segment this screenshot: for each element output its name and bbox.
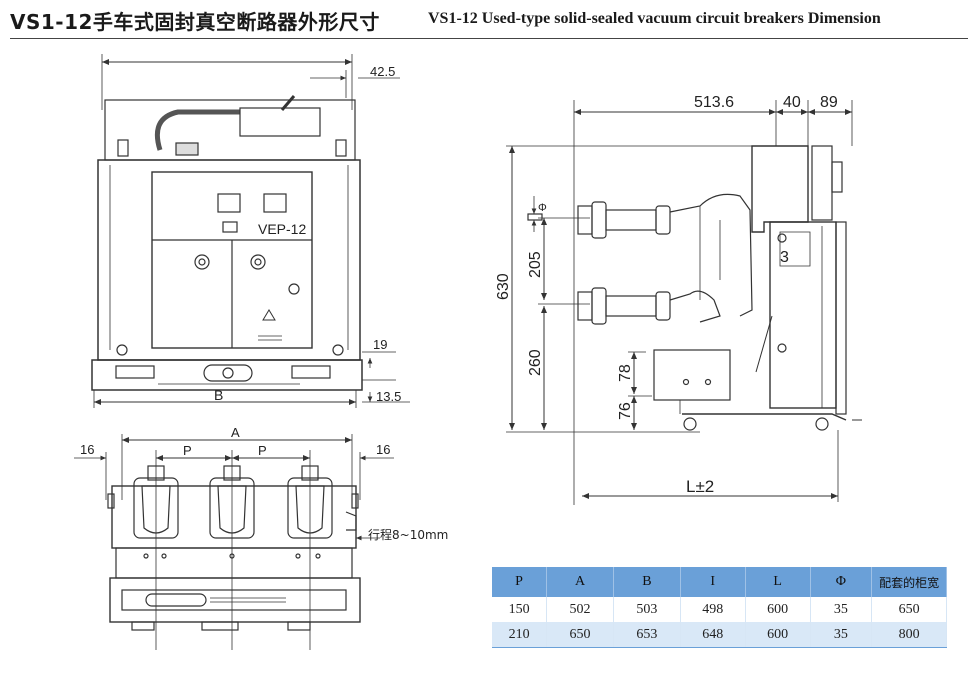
title-bar: VS1-12手车式固封真空断路器外形尺寸 VS1-12 Used-type so… xyxy=(0,0,978,42)
dim-89-label: 89 xyxy=(820,94,838,111)
table-cell: 600 xyxy=(745,597,811,622)
dim-205-label: 205 xyxy=(527,251,544,278)
table-cell: 210 xyxy=(492,622,548,648)
dim-a-label: A xyxy=(231,425,240,440)
dim-260-label: 260 xyxy=(527,349,544,376)
table-cell: 35 xyxy=(810,622,873,648)
dim-b-label: B xyxy=(214,387,223,403)
title-chinese: VS1-12手车式固封真空断路器外形尺寸 xyxy=(10,10,380,34)
dim-513-6-label: 513.6 xyxy=(694,94,734,111)
dim-16-right-label: 16 xyxy=(376,442,390,457)
table-row: 210 650 653 648 600 35 800 xyxy=(492,622,947,648)
table-cell: 600 xyxy=(745,622,811,648)
table-cell: 650 xyxy=(871,597,947,622)
title-english: VS1-12 Used-type solid-sealed vacuum cir… xyxy=(428,10,881,27)
table-cell: 648 xyxy=(680,622,746,648)
dim-630-label: 630 xyxy=(495,273,512,300)
header-cabinet-width: 配套的柜宽 xyxy=(871,567,947,597)
header-b: B xyxy=(613,567,681,597)
dim-16-left-label: 16 xyxy=(80,442,94,457)
table-cell: 150 xyxy=(492,597,548,622)
table-cell: 35 xyxy=(810,597,873,622)
table-cell: 498 xyxy=(680,597,746,622)
dim-3-label: 3 xyxy=(780,249,789,266)
table-cell: 502 xyxy=(546,597,614,622)
table-row: 150 502 503 498 600 35 650 xyxy=(492,597,947,622)
dim-19-label: 19 xyxy=(373,337,387,352)
dim-42-5-label: 42.5 xyxy=(370,64,395,79)
panel-model-label: VEP-12 xyxy=(258,221,306,237)
title-divider xyxy=(10,38,968,39)
front-view xyxy=(91,54,410,408)
dim-76-label: 76 xyxy=(617,402,634,420)
header-i: I xyxy=(680,567,746,597)
header-l: L xyxy=(745,567,811,597)
spec-table: P A B I L Φ 配套的柜宽 150 502 503 498 600 35… xyxy=(492,567,947,648)
dim-l-label: L±2 xyxy=(686,477,714,496)
header-p: P xyxy=(492,567,548,597)
side-view xyxy=(506,100,862,505)
top-view xyxy=(74,434,394,650)
dim-78-label: 78 xyxy=(617,364,634,382)
dim-p-right-label: P xyxy=(258,443,267,458)
table-cell: 503 xyxy=(613,597,681,622)
dim-13-5-label: 13.5 xyxy=(376,389,401,404)
table-cell: 800 xyxy=(871,622,947,648)
spec-table-header-row: P A B I L Φ 配套的柜宽 xyxy=(492,567,947,597)
dim-p-left-label: P xyxy=(183,443,192,458)
dim-phi-label: Φ xyxy=(538,202,547,214)
header-phi: Φ xyxy=(810,567,873,597)
dim-40-label: 40 xyxy=(783,94,801,111)
table-cell: 653 xyxy=(613,622,681,648)
table-cell: 650 xyxy=(546,622,614,648)
header-a: A xyxy=(546,567,614,597)
stroke-travel-label: 行程8~10mm xyxy=(368,527,448,542)
